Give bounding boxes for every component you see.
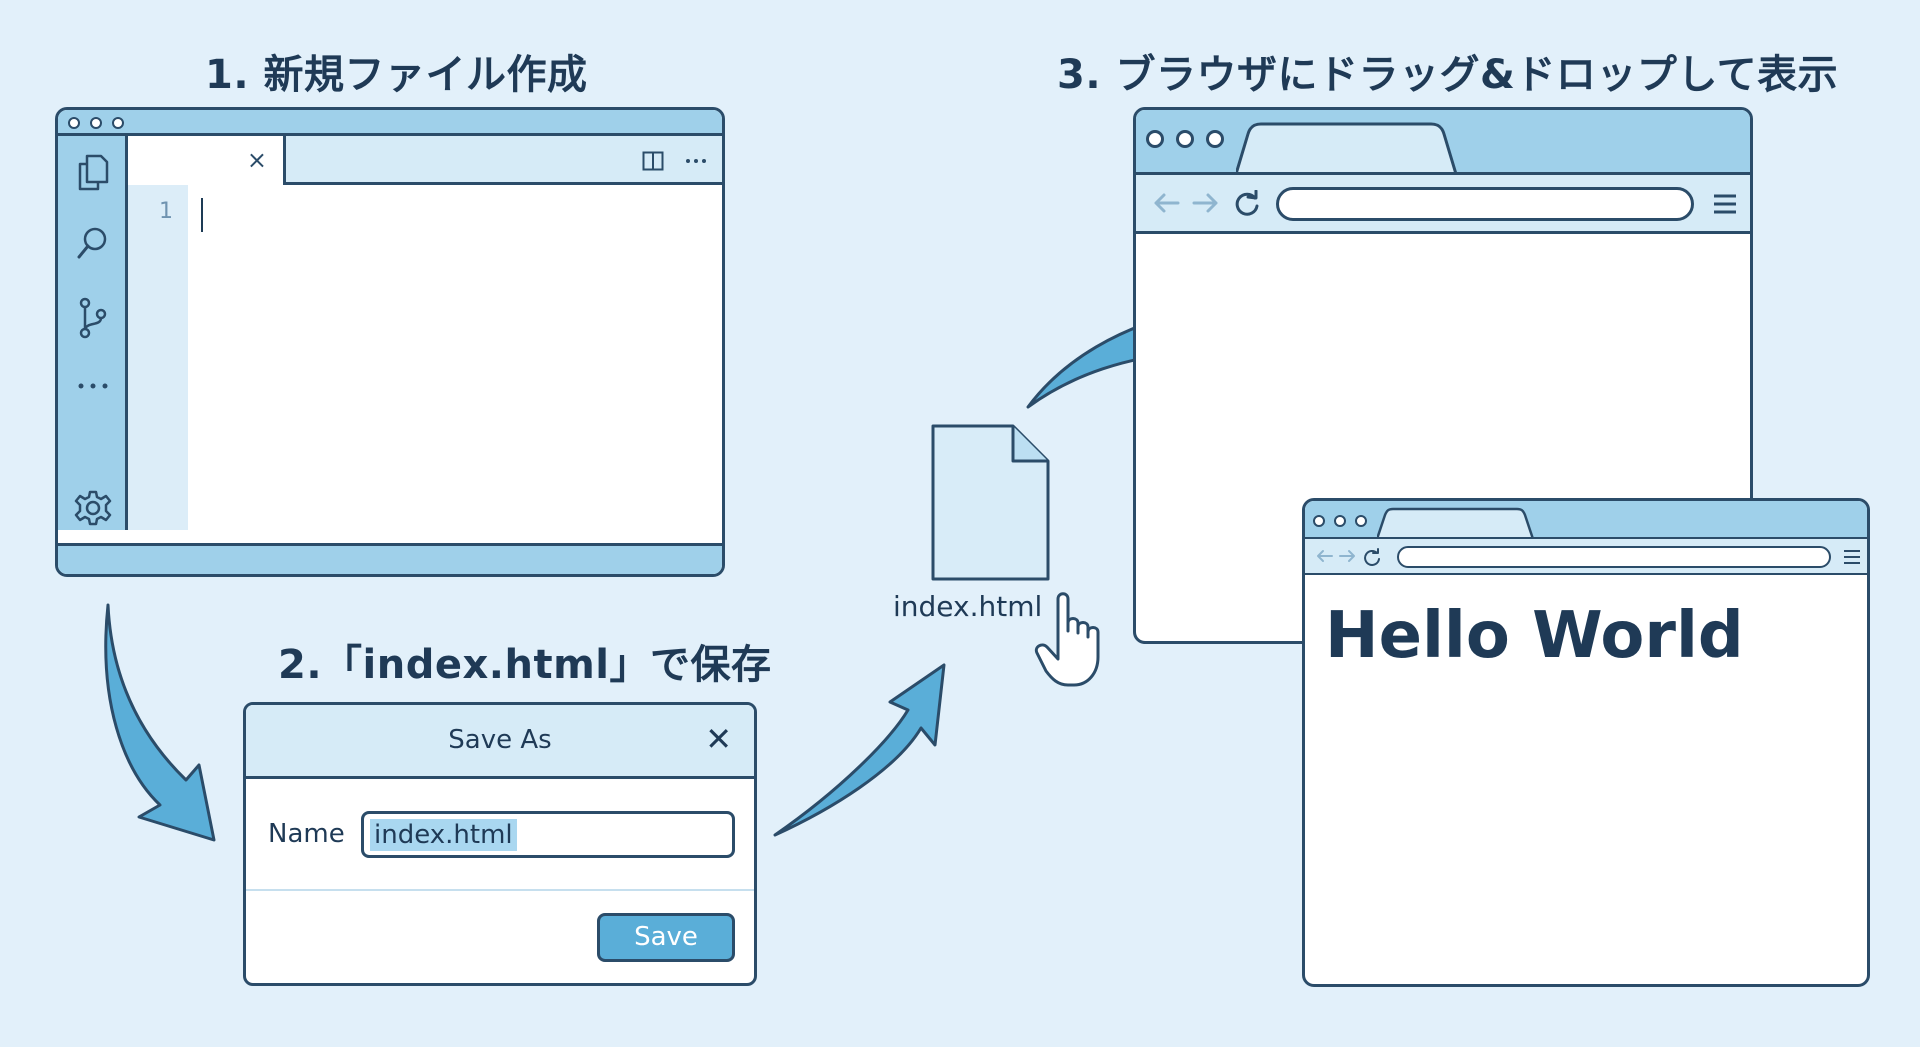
close-dot-icon[interactable] (1146, 130, 1164, 148)
editor-status-bar (58, 543, 722, 574)
reload-icon[interactable] (1234, 190, 1260, 216)
name-label: Name (268, 819, 345, 849)
step3-heading: 3. ブラウザにドラッグ&ドロップして表示 (1057, 52, 1839, 98)
line-gutter: 1 (128, 185, 188, 530)
maximize-dot-icon[interactable] (1206, 130, 1225, 148)
file-name-label: index.html (893, 590, 1043, 623)
forward-arrow-icon[interactable] (1192, 192, 1220, 214)
line-number: 1 (159, 199, 173, 224)
search-icon[interactable] (75, 224, 111, 264)
back-arrow-icon[interactable] (1315, 549, 1333, 563)
tab-close-icon[interactable]: × (246, 146, 267, 174)
menu-icon[interactable] (1843, 549, 1861, 565)
menu-icon[interactable] (1712, 193, 1738, 215)
window-controls (1146, 130, 1225, 152)
minimize-dot-icon[interactable] (1176, 130, 1195, 148)
editor-titlebar (58, 110, 722, 136)
code-editor-window: × 1 (55, 107, 725, 577)
dialog-close-icon[interactable]: ✕ (705, 720, 732, 758)
close-dot-icon[interactable] (1313, 515, 1325, 527)
arrow-editor-to-dialog (104, 603, 216, 842)
source-control-icon[interactable] (75, 296, 111, 340)
dialog-title: Save As (448, 725, 552, 755)
maximize-dot-icon[interactable] (1355, 515, 1368, 527)
reload-icon[interactable] (1363, 548, 1381, 566)
dialog-titlebar: Save As ✕ (246, 705, 754, 779)
address-bar[interactable] (1276, 187, 1694, 221)
hand-cursor-icon (1034, 592, 1100, 687)
editor-tab-untitled[interactable]: × (128, 136, 286, 185)
editor-tab-bar: × (128, 136, 722, 185)
window-controls (68, 114, 125, 133)
page-heading: Hello World (1325, 599, 1744, 673)
ellipsis-icon[interactable] (684, 157, 708, 165)
minimize-dot-icon[interactable] (1334, 515, 1347, 527)
browser-toolbar (1305, 537, 1867, 575)
files-icon[interactable] (75, 152, 111, 192)
browser-tab[interactable] (1377, 507, 1537, 539)
browser-tab[interactable] (1236, 122, 1466, 174)
minimize-dot-icon[interactable] (90, 117, 103, 129)
step2-heading: 2.「index.html」で保存 (278, 642, 772, 688)
split-editor-icon[interactable] (642, 151, 664, 171)
browser-window-front: Hello World (1302, 498, 1870, 987)
maximize-dot-icon[interactable] (112, 117, 125, 129)
settings-icon[interactable] (73, 488, 113, 528)
html-file-icon[interactable] (931, 424, 1051, 581)
more-icon[interactable] (75, 380, 111, 392)
close-dot-icon[interactable] (68, 117, 80, 129)
forward-arrow-icon[interactable] (1339, 549, 1357, 563)
dialog-divider (246, 889, 754, 891)
activity-bar (58, 136, 128, 530)
window-controls (1313, 512, 1368, 531)
step1-heading: 1. 新規ファイル作成 (205, 52, 588, 98)
back-arrow-icon[interactable] (1152, 192, 1180, 214)
address-bar[interactable] (1397, 546, 1831, 568)
filename-value: index.html (370, 819, 517, 851)
browser-toolbar (1136, 172, 1750, 234)
text-cursor (201, 198, 203, 232)
save-as-dialog: Save As ✕ Name index.html Save (243, 702, 757, 986)
arrow-dialog-to-file (773, 663, 946, 837)
save-button[interactable]: Save (597, 913, 735, 962)
filename-input[interactable]: index.html (361, 811, 735, 858)
